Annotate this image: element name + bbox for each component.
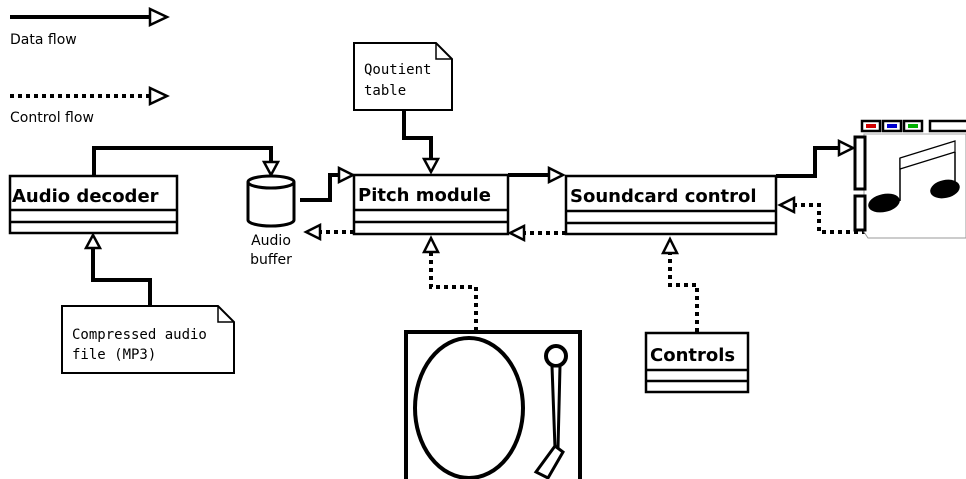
compressed-file-line2: file (MP3): [72, 347, 156, 363]
audio-buffer-label-line2: buffer: [250, 252, 292, 268]
soundcard-control-label: Soundcard control: [570, 186, 757, 207]
compressed-file-line1: Compressed audio: [72, 327, 207, 343]
soundcard-control-node: Soundcard control: [566, 176, 776, 234]
pitch-module-label: Pitch module: [358, 185, 491, 206]
control-controls-to-soundcard: [670, 253, 697, 332]
quotient-table-line2: table: [364, 83, 406, 99]
controls-label: Controls: [650, 345, 735, 366]
flow-decoder-to-buffer: [94, 148, 271, 176]
legend-data-flow-label: Data flow: [10, 32, 77, 48]
quotient-table-line1: Qoutient: [364, 62, 431, 78]
legend: Data flow Control flow: [10, 9, 167, 126]
legend-control-flow-arrowhead: [150, 88, 167, 104]
turntable-icon: [406, 332, 580, 479]
flow-soundcard-to-device: [776, 148, 840, 176]
flow-file-to-decoder: [93, 247, 150, 306]
legend-control-flow-label: Control flow: [10, 110, 94, 126]
flow-quotient-to-pitch: [404, 110, 431, 160]
compressed-file-note: Compressed audio file (MP3): [62, 306, 234, 373]
control-turntable-to-pitch: [431, 252, 476, 331]
legend-data-flow-arrowhead: [150, 9, 167, 25]
quotient-table-note: Qoutient table: [354, 43, 452, 110]
audio-buffer-label-line1: Audio: [251, 233, 291, 249]
flow-buffer-to-pitch: [300, 175, 340, 200]
pitch-module-node: Pitch module: [354, 175, 508, 234]
audio-buffer-node: Audio buffer: [248, 176, 294, 268]
audio-decoder-node: Audio decoder: [10, 176, 177, 233]
controls-node: Controls: [646, 333, 748, 392]
audio-decoder-label: Audio decoder: [12, 186, 159, 207]
soundcard-icon: [855, 121, 966, 238]
